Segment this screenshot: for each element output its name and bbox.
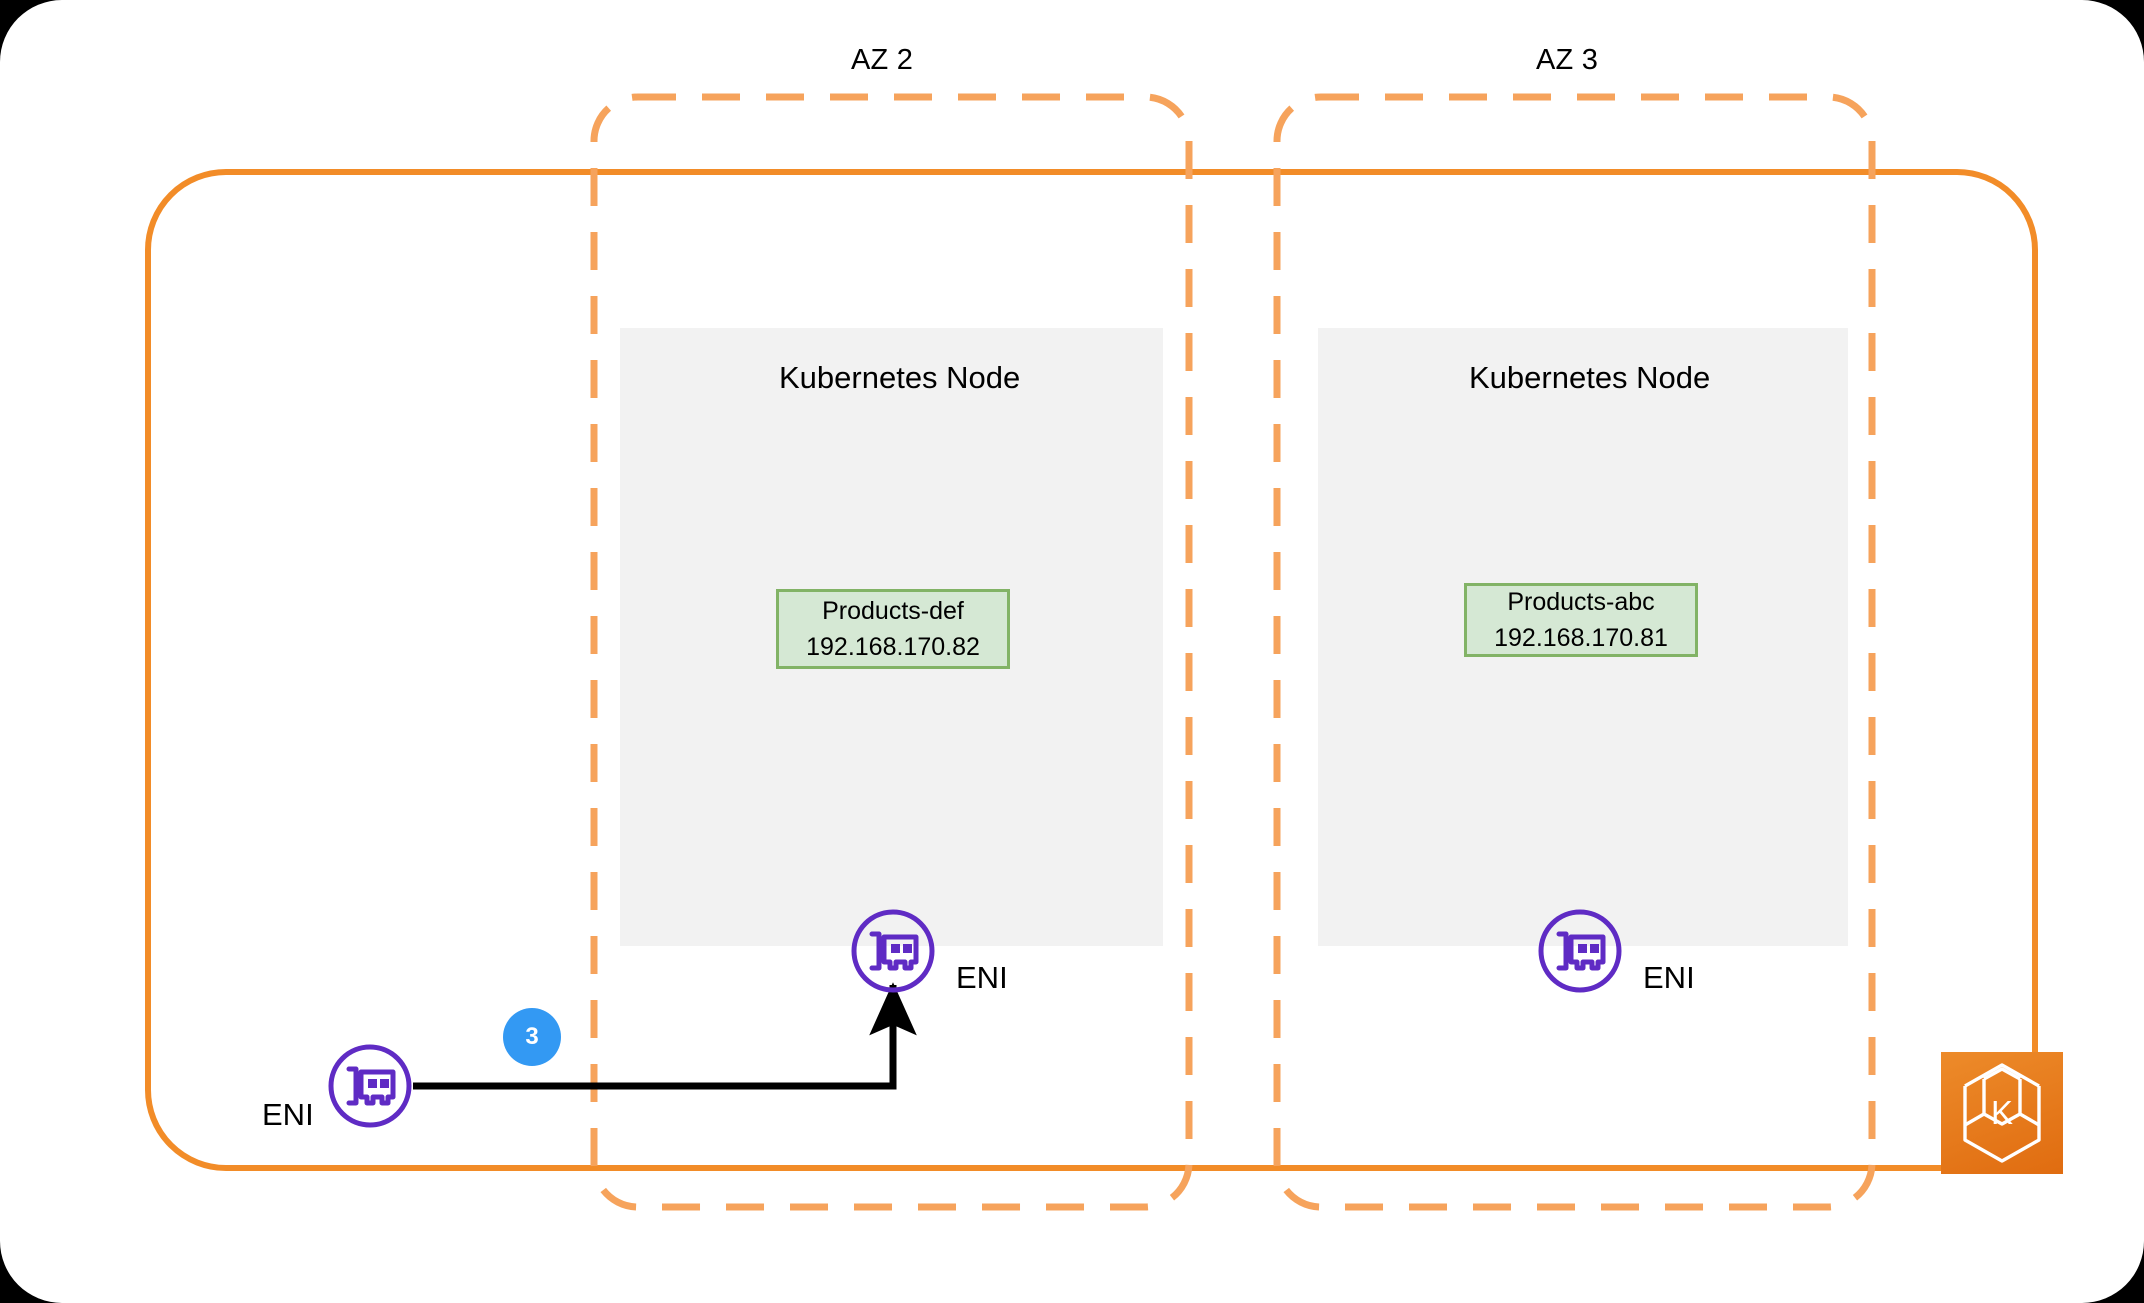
pod-products-def[interactable]: Products-def 192.168.170.82	[776, 589, 1010, 669]
pod-products-abc[interactable]: Products-abc 192.168.170.81	[1464, 583, 1698, 657]
eni-label-source: ENI	[262, 1097, 314, 1132]
eni-label-node-az3: ENI	[1643, 960, 1695, 995]
kubernetes-node-az2-label: Kubernetes Node	[779, 360, 1021, 395]
pod-products-def-name: Products-def	[822, 596, 964, 625]
eni-icon-node-az3[interactable]	[1537, 908, 1623, 994]
az-label-az3: AZ 3	[1536, 44, 1599, 76]
eks-logo: K	[1941, 1052, 2063, 1174]
pod-products-def-ip: 192.168.170.82	[806, 633, 980, 661]
eni-icon-node-az2[interactable]	[850, 908, 936, 994]
az-label-az2: AZ 2	[851, 44, 914, 76]
connector-eni-to-node-eni	[413, 982, 917, 1090]
pod-products-abc-name: Products-abc	[1507, 587, 1655, 616]
eks-logo-letter: K	[1991, 1094, 2013, 1131]
kubernetes-node-az3-label: Kubernetes Node	[1469, 360, 1711, 395]
eni-label-node-az2: ENI	[956, 960, 1008, 995]
eni-icon-source[interactable]	[327, 1043, 413, 1129]
step-badge-3: 3	[503, 1008, 561, 1066]
pod-products-abc-ip: 192.168.170.81	[1494, 624, 1668, 652]
